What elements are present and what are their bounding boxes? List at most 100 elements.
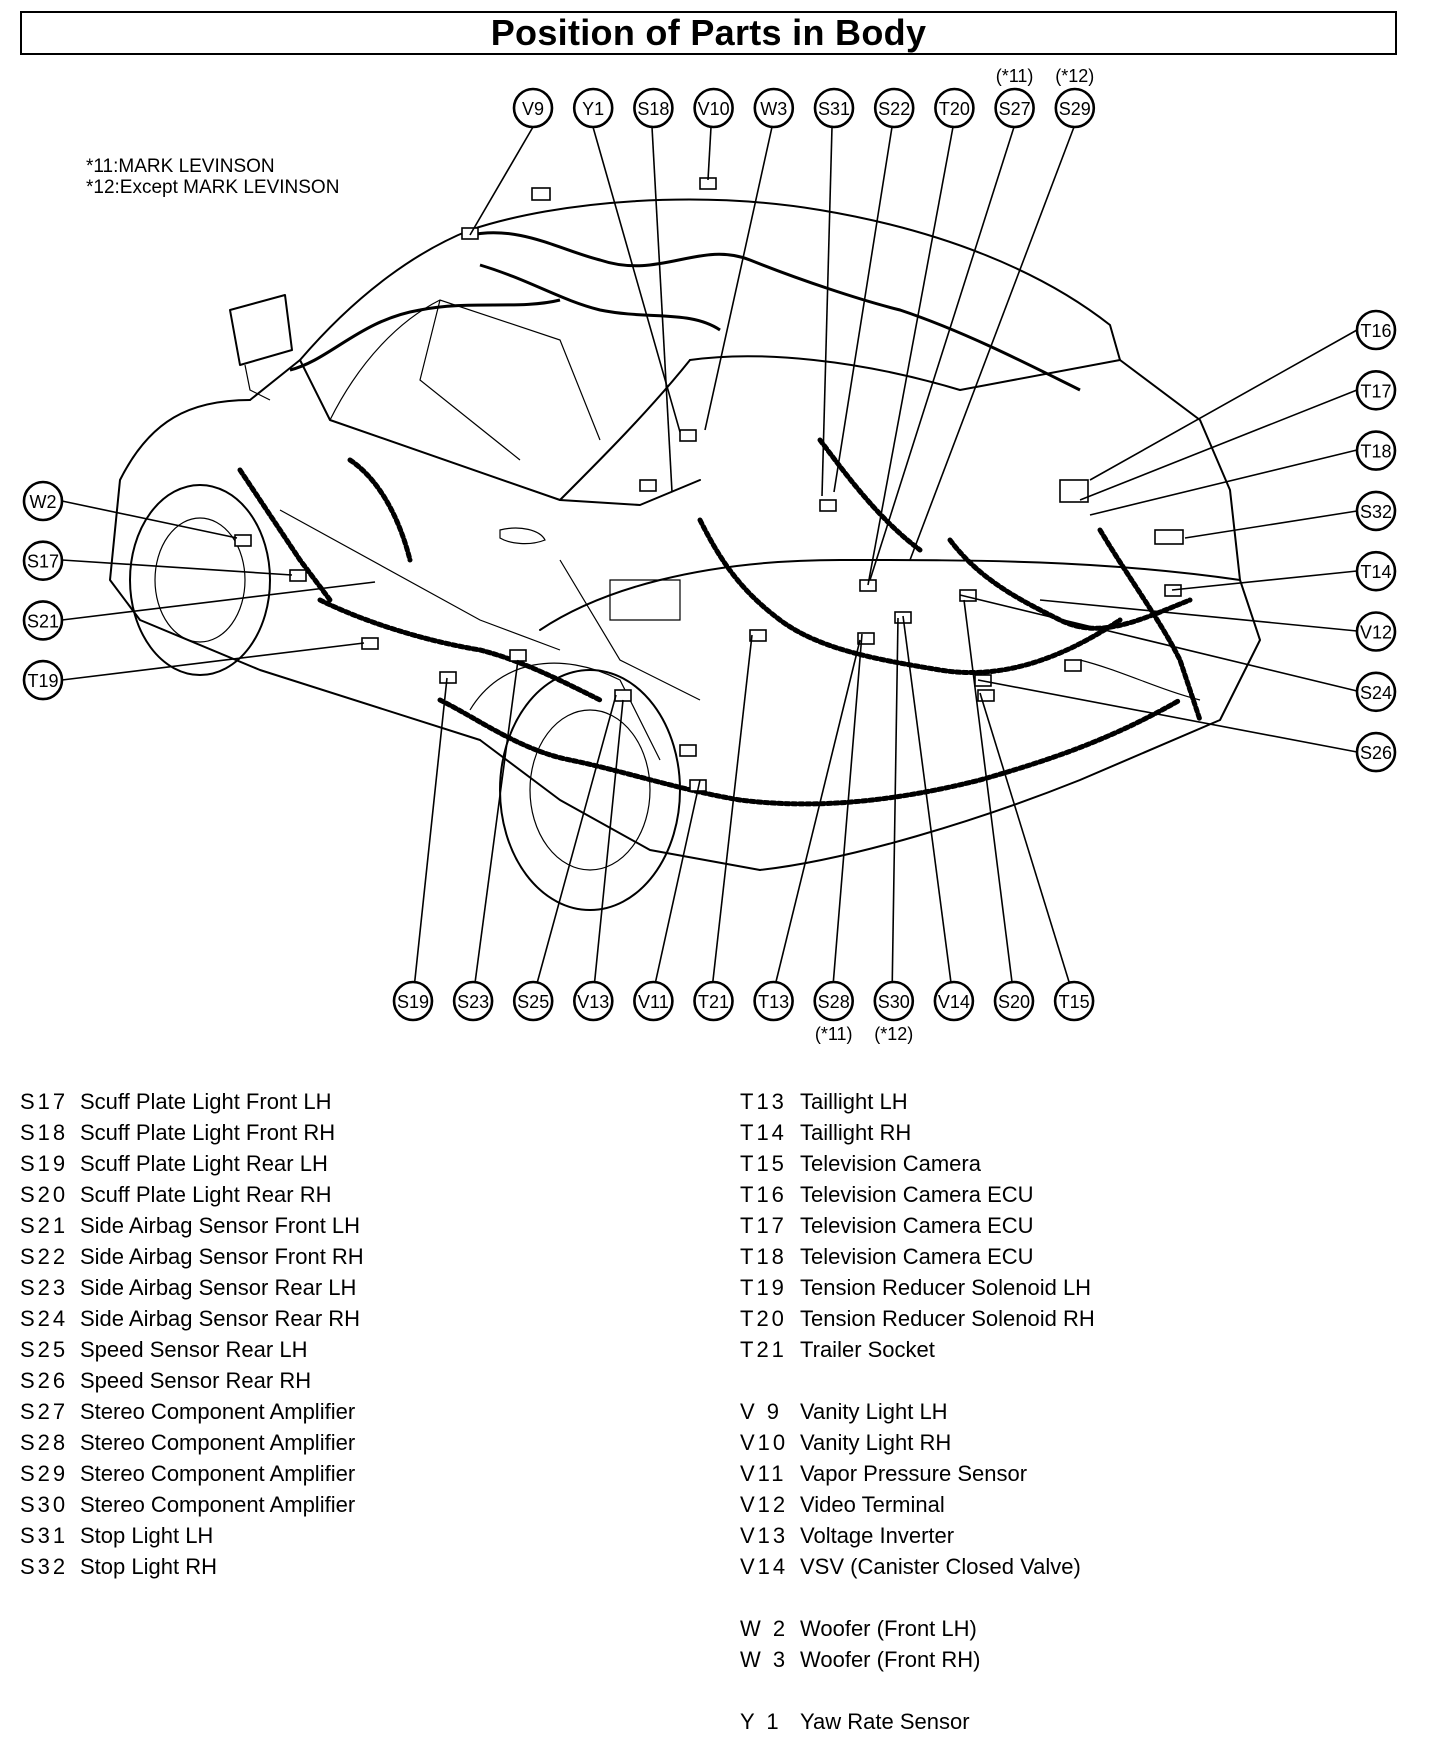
callout-label: V14 <box>938 992 970 1012</box>
callout-w2: W2 <box>22 480 64 522</box>
legend-code: S17 <box>20 1089 69 1114</box>
callout-label: T18 <box>1360 442 1391 462</box>
legend-code: S18 <box>20 1120 69 1145</box>
callout-label: T16 <box>1360 321 1391 341</box>
leader-lines <box>61 126 1358 999</box>
legend-part-name: Video Terminal <box>800 1492 945 1517</box>
legend-part-name: Taillight LH <box>800 1089 908 1114</box>
car-illustration <box>109 198 1261 911</box>
callout-circle <box>633 980 674 1022</box>
callout-circle <box>22 600 64 641</box>
callout-s23: S23 <box>452 980 494 1022</box>
legend-part-name: Stereo Component Amplifier <box>80 1430 356 1455</box>
callout-note: (*12) <box>874 1024 913 1044</box>
legend-code: W 3 <box>740 1647 789 1672</box>
callout-label: S31 <box>818 99 850 119</box>
callout-label: T15 <box>1059 992 1090 1012</box>
legend-part-name: Trailer Socket <box>800 1337 935 1362</box>
callout-label: V9 <box>522 99 544 119</box>
legend-part-name: Vapor Pressure Sensor <box>800 1461 1028 1486</box>
legend-code: T13 <box>740 1089 787 1114</box>
callout-label: S27 <box>999 99 1031 119</box>
legend-code: T17 <box>740 1213 787 1238</box>
callout-v11: V11 <box>633 980 674 1022</box>
callout-circle <box>633 87 674 129</box>
legend-part-name: Side Airbag Sensor Rear LH <box>80 1275 357 1300</box>
callout-s19: S19 <box>392 980 434 1022</box>
callout-v12: V12 <box>1355 611 1397 652</box>
legend-part-name: Speed Sensor Rear LH <box>80 1337 308 1362</box>
connector-blocks <box>234 177 1184 792</box>
legend-code: V13 <box>740 1523 789 1548</box>
callout-s27: S27(*11) <box>994 66 1035 129</box>
callout-circle <box>22 540 64 582</box>
callout-circle <box>22 659 64 701</box>
legend-part-name: Television Camera ECU <box>800 1244 1034 1269</box>
legend-code: S26 <box>20 1368 69 1393</box>
legend-part-name: Stereo Component Amplifier <box>80 1461 356 1486</box>
legend-part-name: Vanity Light RH <box>800 1430 952 1455</box>
legend-code: S25 <box>20 1337 69 1362</box>
legend-gap <box>740 1582 1095 1613</box>
callout-label: S18 <box>637 99 669 119</box>
callout-circle <box>1355 430 1397 471</box>
callout-circle <box>753 980 794 1022</box>
legend-code: S31 <box>20 1523 69 1548</box>
legend-left-row: S18 Scuff Plate Light Front RH <box>20 1117 364 1148</box>
callout-v9: V9 <box>512 87 554 129</box>
callout-label: V11 <box>638 992 669 1012</box>
callout-label: T14 <box>1360 562 1391 582</box>
callout-circle <box>933 980 975 1022</box>
callout-t20: T20 <box>934 87 975 129</box>
legend-code: S21 <box>20 1213 69 1238</box>
legend-code: T15 <box>740 1151 787 1176</box>
legend-part-name: Television Camera ECU <box>800 1213 1034 1238</box>
legend-part-name: Speed Sensor Rear RH <box>80 1368 312 1393</box>
legend-left-row: S26 Speed Sensor Rear RH <box>20 1365 364 1396</box>
callout-s32: S32 <box>1355 490 1397 532</box>
callout-label: S23 <box>457 992 489 1012</box>
legend-part-name: Tension Reducer Solenoid RH <box>800 1306 1095 1331</box>
legend-code: S32 <box>20 1554 69 1579</box>
legend-part-name: Side Airbag Sensor Rear RH <box>80 1306 361 1331</box>
legend-part-name: Side Airbag Sensor Front LH <box>80 1213 361 1238</box>
callout-label: S24 <box>1360 683 1392 703</box>
callout-label: S29 <box>1059 99 1091 119</box>
callout-circle <box>1355 731 1397 773</box>
legend-part-name: Scuff Plate Light Front RH <box>80 1120 336 1145</box>
callout-circle <box>994 87 1035 129</box>
legend-part-name: Stop Light RH <box>80 1554 217 1579</box>
callout-note: (*12) <box>1055 66 1094 86</box>
callout-t13: T13 <box>753 980 794 1022</box>
callout-s17: S17 <box>22 540 64 582</box>
callout-t21: T21 <box>693 980 734 1022</box>
legend-code: Y 1 <box>740 1709 782 1734</box>
callout-circle <box>392 980 434 1022</box>
callout-label: V13 <box>577 992 609 1012</box>
legend-part-name: Woofer (Front RH) <box>800 1647 981 1672</box>
legend-part-name: Stereo Component Amplifier <box>80 1492 356 1517</box>
legend-gap <box>740 1675 1095 1706</box>
callout-v14: V14 <box>933 980 975 1022</box>
callout-circle <box>512 87 554 129</box>
wire-harness <box>237 231 1203 807</box>
callout-t19: T19 <box>22 659 64 701</box>
page-title: Position of Parts in Body <box>490 12 927 53</box>
legend-part-name: Scuff Plate Light Rear RH <box>80 1182 332 1207</box>
callout-t17: T17 <box>1355 369 1397 411</box>
legend-code: V 9 <box>740 1399 783 1424</box>
callout-label: W3 <box>760 99 787 119</box>
legend-left-row: S25 Speed Sensor Rear LH <box>20 1334 364 1365</box>
callout-label: S17 <box>27 552 59 572</box>
legend-code: S30 <box>20 1492 69 1517</box>
callout-circle <box>693 87 734 129</box>
